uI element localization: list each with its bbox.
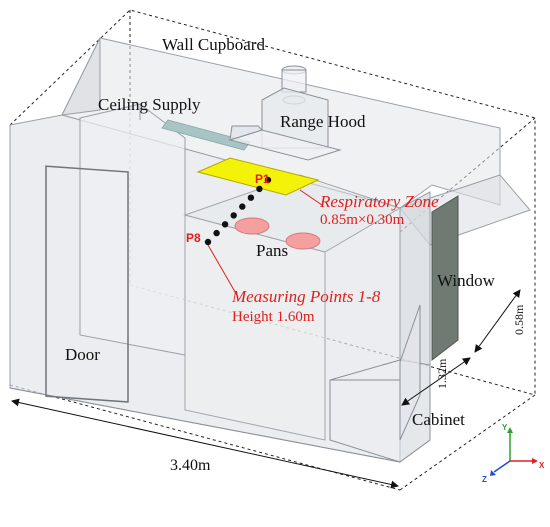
measuring-point-2 bbox=[256, 185, 263, 193]
respiratory-zone-label: Respiratory Zone bbox=[319, 192, 439, 211]
window bbox=[431, 195, 459, 362]
dimension-lines bbox=[11, 289, 521, 489]
pans bbox=[234, 217, 321, 250]
wall-cupboard-label: Wall Cupboard bbox=[162, 35, 265, 54]
measuring-point-7 bbox=[213, 229, 220, 237]
measuring-points-label: Measuring Points 1-8 bbox=[231, 287, 381, 306]
measuring-point-1 bbox=[264, 176, 272, 184]
ceiling-supply-label: Ceiling Supply bbox=[98, 95, 201, 114]
range-hood-label: Range Hood bbox=[280, 112, 366, 131]
cabinet-rear bbox=[183, 174, 402, 441]
measuring-point-5 bbox=[230, 212, 237, 219]
axis-y-label: Y bbox=[502, 423, 508, 432]
respiratory-zone-size: 0.85m×0.30m bbox=[320, 212, 405, 228]
width-dimension: 1.32m bbox=[435, 358, 449, 389]
ceiling-supply bbox=[79, 103, 251, 356]
length-dimension: 3.40m bbox=[170, 457, 211, 474]
cabinet-label: Cabinet bbox=[412, 410, 465, 429]
door-label: Door bbox=[65, 345, 100, 364]
window-label: Window bbox=[437, 271, 496, 290]
axis-triad: Y X Z bbox=[482, 423, 545, 484]
p8-label: P8 bbox=[186, 231, 201, 245]
measuring-point-3 bbox=[247, 194, 255, 201]
measuring-points-leader bbox=[207, 244, 239, 298]
axis-z-label: Z bbox=[482, 475, 487, 484]
measuring-height-label: Height 1.60m bbox=[232, 309, 315, 325]
measuring-points bbox=[204, 176, 272, 246]
axis-x-label: X bbox=[539, 461, 545, 470]
p1-label: P1 bbox=[255, 172, 270, 186]
measuring-point-4 bbox=[239, 203, 246, 210]
respiratory-zone-leader bbox=[299, 189, 323, 206]
range-hood bbox=[228, 65, 342, 161]
measuring-point-6 bbox=[221, 221, 229, 228]
measuring-point-8 bbox=[204, 238, 212, 246]
pans-label: Pans bbox=[256, 241, 288, 260]
depth-dimension: 0.58m bbox=[512, 304, 526, 335]
